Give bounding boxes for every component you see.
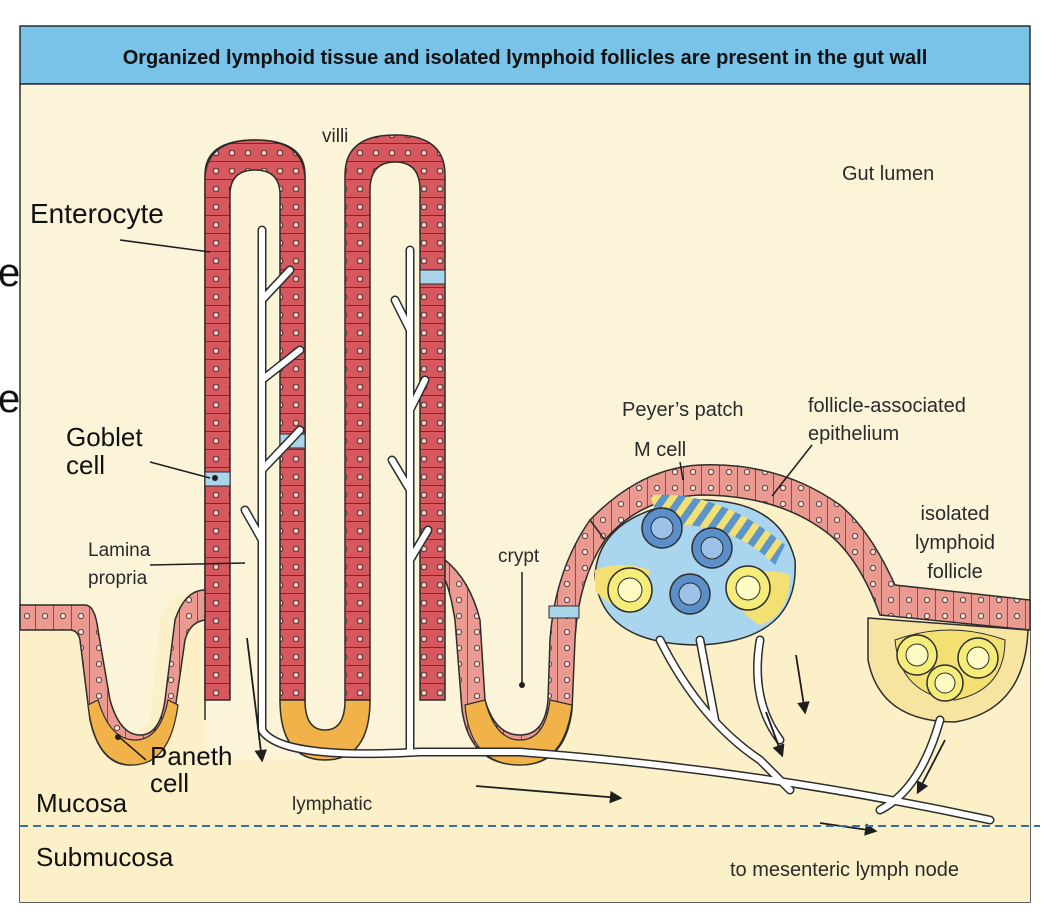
lymphatic-vessels: [240, 225, 995, 825]
leader-lines: [117, 239, 813, 761]
label-ilf-3: follicle: [927, 561, 983, 583]
label-goblet-2: cell: [66, 450, 105, 480]
label-gut-lumen: Gut lumen: [842, 163, 934, 185]
label-lamina-propria-2: propria: [88, 568, 148, 589]
label-peyers-patch: Peyer’s patch: [622, 399, 744, 421]
diagram-title: Organized lymphoid tissue and isolated l…: [123, 47, 928, 69]
edge-letter-1: e: [0, 251, 20, 295]
title-band: [19, 25, 1031, 85]
label-enterocyte: Enterocyte: [30, 198, 164, 229]
label-ilf-2: lymphoid: [915, 532, 995, 554]
label-fae-1: follicle-associated: [808, 395, 966, 417]
peyers-patch-follicle: [594, 494, 796, 646]
goblet-pointer-dot: [212, 475, 218, 481]
edge-letter-2: e: [0, 377, 20, 421]
label-submucosa: Submucosa: [36, 842, 174, 872]
label-crypt: crypt: [498, 546, 540, 567]
label-fae-2: epithelium: [808, 423, 899, 445]
label-paneth-1: Paneth: [150, 741, 232, 771]
left-crypt: [19, 589, 206, 766]
label-to-mesenteric-node: to mesenteric lymph node: [730, 859, 959, 881]
isolated-lymphoid-follicle: [867, 617, 1029, 723]
peyers-patch-epithelium: [589, 464, 1031, 631]
label-paneth-2: cell: [150, 768, 189, 798]
label-ilf-1: isolated: [921, 503, 990, 525]
label-goblet-1: Goblet: [66, 422, 143, 452]
label-lamina-propria-1: Lamina: [88, 540, 151, 561]
crypt-pointer-dot: [519, 682, 525, 688]
paneth-pointer-dot: [115, 734, 121, 740]
label-villi: villi: [322, 126, 348, 147]
villus-middle: [344, 134, 446, 701]
label-m-cell: M cell: [634, 439, 686, 461]
label-mucosa: Mucosa: [36, 788, 128, 818]
flow-arrows: [246, 637, 946, 836]
label-lymphatic: lymphatic: [292, 794, 372, 815]
